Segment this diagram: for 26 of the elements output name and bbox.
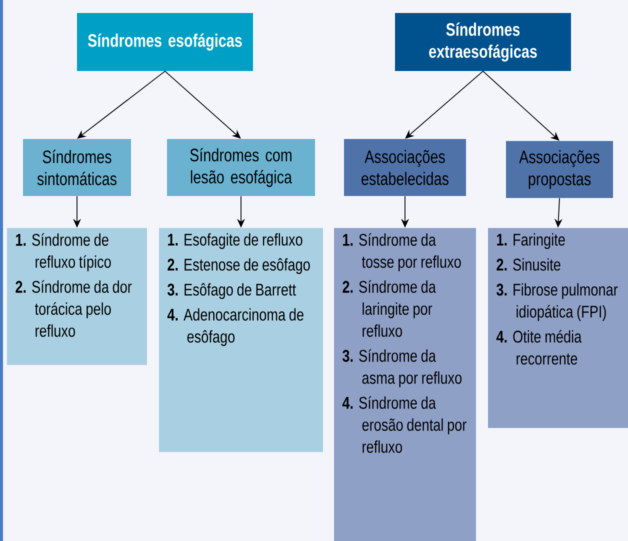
list-box xyxy=(488,228,628,428)
list-item: 2. Síndrome da dor torácica pelo refluxo xyxy=(16,280,132,337)
heading-box: Síndromes extraesofágicas xyxy=(395,13,571,71)
arrow xyxy=(405,70,484,139)
category-box: Associações estabelecidas xyxy=(344,139,466,196)
list-box xyxy=(7,228,147,365)
list-item: 3. Síndrome da asma por refluxo xyxy=(342,349,462,388)
list-item: 1. Faringite xyxy=(497,233,565,250)
list-item: 1. Síndrome da tosse por refluxo xyxy=(343,233,461,272)
list-item: 4. Adenocarcinoma de esôfago xyxy=(167,308,304,346)
category-box: Associações propostas xyxy=(506,141,613,198)
list-item: 3. Fibrose pulmonar idiopática (FPI) xyxy=(496,283,618,322)
list-item: 2. Sinusite xyxy=(496,258,560,271)
heading-box: Síndromes esofágicas xyxy=(77,13,253,71)
list-box xyxy=(159,228,323,452)
list-item: 3. Esôfago de Barrett xyxy=(168,283,296,300)
arrow xyxy=(77,70,166,139)
category-box: Síndromes com lesão esofágica xyxy=(167,139,315,196)
list-item: 1. Esofagite de refluxo xyxy=(168,233,302,250)
list-item: 1. Síndrome de refluxo típico xyxy=(16,233,111,272)
list-item: 4. Síndrome da erosão dental por refluxo xyxy=(342,396,466,453)
category-box: Síndromes sintomáticas xyxy=(23,139,131,196)
list-item: 2. Estenose de esôfago xyxy=(168,258,310,274)
list-box xyxy=(334,228,476,541)
list-item: 2. Síndrome da laringite por refluxo xyxy=(342,280,436,337)
list-item: 4. Otite média recorrente xyxy=(496,330,582,365)
